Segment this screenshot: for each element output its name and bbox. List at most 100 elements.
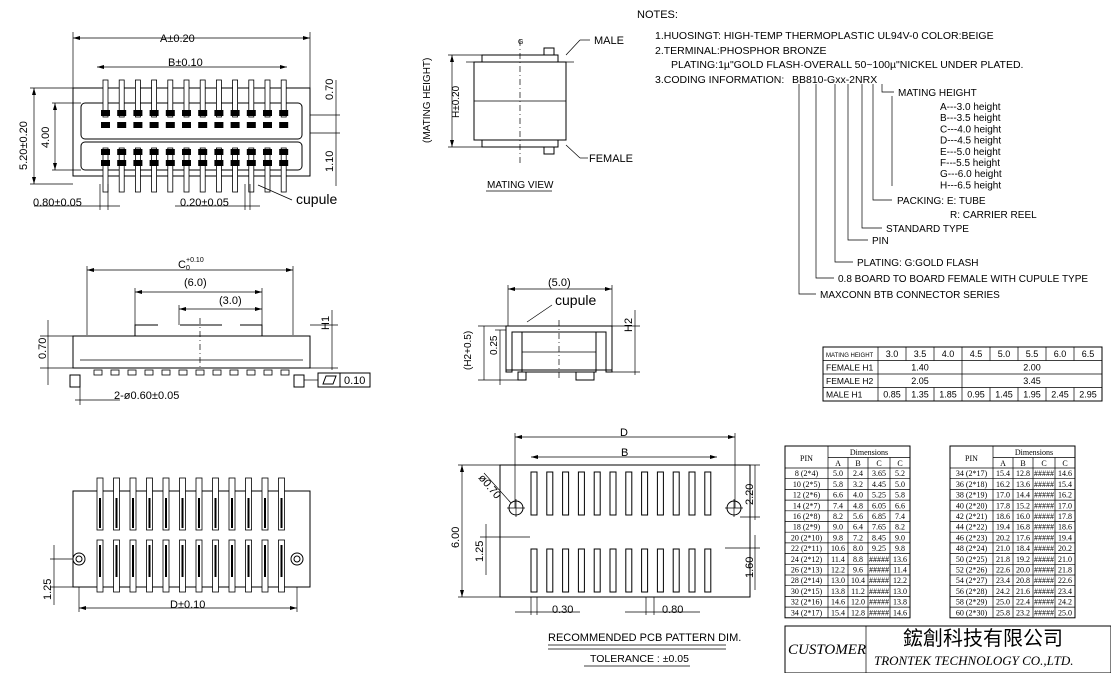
female-label: FEMALE [589, 153, 633, 165]
note-1: 1.HUOSINGT: HIGH-TEMP THERMOPLASTIC UL94… [655, 30, 994, 42]
dim-table-cell: 6.05 [872, 501, 886, 510]
dim-table-cell: 12.0 [851, 598, 865, 607]
pcb-pad [641, 471, 649, 516]
dim-table-cell: 25.0 [1058, 608, 1072, 617]
dim-table-cell: ##### [1034, 598, 1054, 607]
dim-table-cell: 13.0 [893, 587, 907, 596]
dim-table-cell: 14.6 [1058, 469, 1072, 478]
dim-table-col-header: C [1041, 459, 1046, 468]
dim-table-cell: 20.0 [1016, 566, 1030, 575]
dim-table-cell: ##### [1034, 501, 1054, 510]
dim-table-cell: 20.2 [996, 533, 1010, 542]
cupule-label-top: cupule [296, 191, 337, 207]
dim-table-cell: 22.6 [996, 566, 1010, 575]
dim-table-cell: 48 (2*24) [956, 544, 988, 553]
dim-table-cell: 11.4 [831, 555, 845, 564]
dim-table-cell: 24.2 [996, 587, 1010, 596]
dim-table-col-header: C [1062, 459, 1067, 468]
dim-table-cell: 5.2 [895, 469, 905, 478]
dim-table-cell: 9.25 [872, 544, 886, 553]
dim-table-cell: 6.85 [872, 512, 886, 521]
company-name-en: TRONTEK TECHNOLOGY CO.,LTD. [874, 653, 1074, 668]
pcb-pad [672, 548, 680, 593]
pcb-pad [625, 471, 633, 516]
dim-table-cell: 8.2 [895, 523, 905, 532]
pcb-pad [609, 548, 617, 593]
dim-table-cell: 22 (2*11) [791, 544, 822, 553]
dim-table-cell: 23.2 [1016, 608, 1030, 617]
dim-table-cell: 8.2 [833, 512, 843, 521]
pcb-pad [593, 548, 601, 593]
flatness-value: 0.10 [344, 375, 365, 387]
dim-table-cell: 13.8 [831, 587, 845, 596]
dim-table-cell: 36 (2*18) [956, 480, 988, 489]
dim-0-80: 0.80±0.05 [33, 197, 82, 209]
note-2: 2.TERMINAL:PHOSPHOR BRONZE [655, 45, 827, 57]
dim-table-col-header: A [1000, 459, 1006, 468]
dim-a: A±0.20 [160, 33, 195, 45]
dim-table-cell: 25.8 [996, 608, 1010, 617]
dim-3-0: (3.0) [219, 295, 242, 307]
dim-table-cell: 10 (2*5) [793, 480, 821, 489]
dim-table-cell: 17.8 [996, 501, 1010, 510]
dim-table-cell: 21.6 [1016, 587, 1030, 596]
height-table-cell: 2.95 [1079, 390, 1097, 400]
height-table-cell: 3.0 [886, 349, 899, 359]
side-view: C +0.10 0 (6.0) (3.0) H1 0.70 2-ø0.60±0.… [37, 257, 371, 405]
dim-table-cell: 30 (2*15) [791, 587, 823, 596]
dim-table-cell: ##### [1034, 491, 1054, 500]
dim-table-cell: 16.2 [1058, 491, 1072, 500]
dim-table-cell: 14.6 [893, 608, 907, 617]
dim-table-cell: ##### [1034, 469, 1054, 478]
dim-h1: H1 [320, 316, 332, 330]
dim-0-20: 0.20±0.05 [180, 197, 229, 209]
dim-table-cell: 12.2 [893, 576, 907, 585]
standard-type: STANDARD TYPE [886, 224, 969, 235]
mating-height-title: MATING HEIGHT [898, 88, 977, 99]
dim-table-cell: 60 (2*30) [956, 608, 988, 617]
dim-table-cell: 6.4 [853, 523, 863, 532]
dim-table-cell: 38 (2*19) [956, 491, 988, 500]
dim-table-cell: 7.4 [833, 501, 843, 510]
dim-1-10: 1.10 [324, 151, 336, 172]
height-table-cell: 2.45 [1051, 390, 1069, 400]
pcb-pad [656, 548, 664, 593]
dim-table-cell: 2.4 [853, 469, 863, 478]
packing-line-1: PACKING: E: TUBE [897, 196, 986, 207]
dim-table-cell: 4.8 [853, 501, 863, 510]
height-code-item: B---3.5 height [940, 113, 1001, 124]
dim-c-tol-top: +0.10 [186, 257, 204, 264]
height-table-cell: 1.40 [911, 363, 929, 373]
height-code-item: D---4.5 height [940, 136, 1001, 147]
notes: NOTES: 1.HUOSINGT: HIGH-TEMP THERMOPLAST… [637, 9, 1023, 86]
height-table-row-label: MALE H1 [826, 390, 863, 400]
dim-table-cell: 5.6 [853, 512, 863, 521]
dim-table-cell: 46 (2*23) [956, 533, 988, 542]
dim-table-cell: 10.4 [851, 576, 865, 585]
dim-table-cell: 5.0 [895, 480, 905, 489]
pcb-pad [562, 471, 570, 516]
dim-table-cell: 4.0 [853, 491, 863, 500]
dim-table-cell: 24 (2*12) [791, 555, 823, 564]
dim-table-cell: 12 (2*6) [793, 491, 821, 500]
pcb-dim-0-80: 0.80 [662, 604, 683, 616]
pcb-pad [546, 471, 554, 516]
dim-table-cell: 20.8 [1016, 576, 1030, 585]
dim-table-cell: 40 (2*20) [956, 501, 988, 510]
dim-table-cell: 21.8 [996, 555, 1010, 564]
height-code-item: F---5.5 height [940, 158, 1000, 169]
dim-table-cell: ##### [1034, 608, 1054, 617]
dim-table-cell: 21.0 [1058, 555, 1072, 564]
pcb-pad [546, 548, 554, 593]
notes-header: NOTES: [637, 9, 678, 21]
dim-table-cell: 8.8 [853, 555, 863, 564]
pcb-pad [609, 471, 617, 516]
dim-table-cell: 7.4 [895, 512, 905, 521]
dim-table-cell: 17.0 [996, 491, 1010, 500]
height-code-item: H---6.5 height [940, 180, 1001, 191]
dim-table-cell: 21.0 [996, 544, 1010, 553]
dim-table-cell: 6.6 [833, 491, 843, 500]
height-table-cell: 2.00 [1023, 363, 1041, 373]
dim-table-cell: 14.6 [831, 598, 845, 607]
